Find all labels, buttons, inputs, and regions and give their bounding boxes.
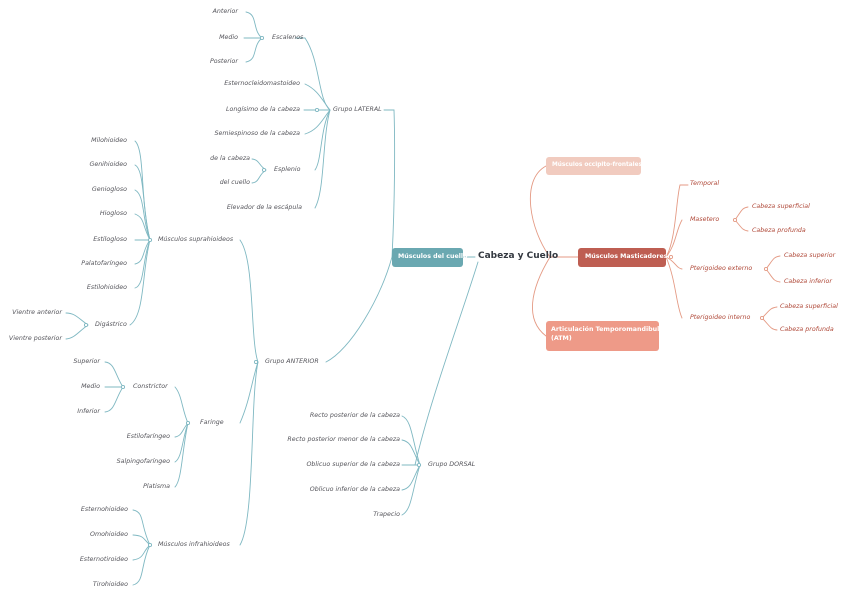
masetero-superficial[interactable]: Cabeza superficial bbox=[752, 203, 810, 210]
occipito-frontales-box[interactable]: Músculos occipito-frontales bbox=[546, 157, 643, 175]
atm-label-line1: Articulación Temporomandibular bbox=[551, 326, 667, 333]
pterigoideo-interno-label[interactable]: Pterigoideo interno bbox=[690, 314, 751, 321]
vientre-anterior[interactable]: Vientre anterior bbox=[12, 309, 62, 316]
trapecio[interactable]: Trapecio bbox=[373, 511, 400, 518]
atm-box[interactable]: Articulación Temporomandibular (ATM) bbox=[546, 321, 667, 351]
constrictor-inferior[interactable]: Inferior bbox=[77, 408, 100, 415]
pterigoideo-int-profunda[interactable]: Cabeza profunda bbox=[780, 326, 834, 333]
tirohioideo[interactable]: Tirohioideo bbox=[92, 581, 128, 588]
oblicuo-inferior[interactable]: Oblicuo inferior de la cabeza bbox=[309, 486, 400, 493]
faringe-label[interactable]: Faringe bbox=[200, 419, 224, 426]
escaleno-anterior[interactable]: Anterior bbox=[212, 8, 238, 15]
milohioideo[interactable]: Milohioideo bbox=[91, 137, 127, 144]
salpingofaringeo[interactable]: Salpingofaríngeo bbox=[116, 458, 170, 465]
masetero-label[interactable]: Masetero bbox=[690, 216, 720, 223]
esplenio-cuello[interactable]: del cuello bbox=[219, 179, 250, 186]
constrictor-superior[interactable]: Superior bbox=[73, 358, 100, 365]
pterigoideo-int-superficial[interactable]: Cabeza superficial bbox=[780, 303, 838, 310]
longisimo-cabeza[interactable]: Longísimo de la cabeza bbox=[226, 106, 300, 113]
estilogloso[interactable]: Estilogloso bbox=[93, 236, 127, 243]
musculos-cuello-label: Músculos del cuello bbox=[398, 253, 468, 260]
atm-label-line2: (ATM) bbox=[551, 335, 572, 342]
masticadores-box[interactable]: Músculos Masticadores bbox=[578, 248, 668, 267]
esternohioideo[interactable]: Esternohioideo bbox=[80, 506, 128, 513]
constrictor-label[interactable]: Constrictor bbox=[133, 383, 168, 390]
escaleno-posterior[interactable]: Posterior bbox=[209, 58, 238, 65]
grupo-lateral-label[interactable]: Grupo LATERAL bbox=[333, 106, 382, 113]
suprahioideos-label[interactable]: Músculos suprahioideos bbox=[158, 236, 234, 243]
recto-posterior-menor[interactable]: Recto posterior menor de la cabeza bbox=[287, 436, 400, 443]
digastrico-label[interactable]: Digástrico bbox=[95, 321, 127, 328]
estilohioideo[interactable]: Estilohioideo bbox=[86, 284, 127, 291]
esternocleidomastoideo[interactable]: Esternocleidomastoideo bbox=[224, 80, 300, 87]
esplenio-cabeza[interactable]: de la cabeza bbox=[210, 155, 250, 162]
grupo-dorsal-label[interactable]: Grupo DORSAL bbox=[428, 461, 476, 468]
constrictor-medio[interactable]: Medio bbox=[81, 383, 100, 390]
pterigoideo-ext-inferior[interactable]: Cabeza inferior bbox=[784, 278, 832, 285]
semiespinoso-cabeza[interactable]: Semiespinoso de la cabeza bbox=[214, 130, 300, 137]
grupo-anterior-label[interactable]: Grupo ANTERIOR bbox=[265, 358, 319, 365]
escaleno-medio[interactable]: Medio bbox=[219, 34, 238, 41]
esplenio-label[interactable]: Esplenio bbox=[274, 166, 301, 173]
hiogloso[interactable]: Hiogloso bbox=[99, 210, 127, 217]
recto-posterior-cabeza[interactable]: Recto posterior de la cabeza bbox=[309, 412, 400, 419]
pterigoideo-externo-label[interactable]: Pterigoideo externo bbox=[690, 265, 753, 272]
palatofaringeo[interactable]: Palatofaríngeo bbox=[81, 260, 127, 267]
masetero-profunda[interactable]: Cabeza profunda bbox=[752, 227, 806, 234]
root-topic[interactable]: Cabeza y Cuello bbox=[478, 251, 559, 261]
pterigoideo-ext-superior[interactable]: Cabeza superior bbox=[784, 252, 836, 259]
elevador-escapula[interactable]: Elevador de la escápula bbox=[226, 204, 302, 211]
genihioideo[interactable]: Genihioideo bbox=[89, 161, 127, 168]
temporal[interactable]: Temporal bbox=[690, 180, 720, 187]
escalenos-label[interactable]: Escalenos bbox=[272, 34, 304, 41]
geniogloso[interactable]: Geniogloso bbox=[91, 186, 127, 193]
oblicuo-superior[interactable]: Oblicuo superior de la cabeza bbox=[306, 461, 400, 468]
esternotiroideo[interactable]: Esternotiroideo bbox=[79, 556, 128, 563]
occipito-frontales-label: Músculos occipito-frontales bbox=[552, 162, 643, 168]
estilofaringeo[interactable]: Estilofaríngeo bbox=[126, 433, 170, 440]
omohioideo[interactable]: Omohioideo bbox=[89, 531, 128, 538]
platisma[interactable]: Platisma bbox=[143, 483, 170, 490]
infrahioideos-label[interactable]: Músculos infrahioideos bbox=[158, 541, 230, 548]
musculos-cuello-box[interactable]: Músculos del cuello bbox=[392, 248, 467, 267]
vientre-posterior[interactable]: Vientre posterior bbox=[8, 335, 62, 342]
masticadores-label: Músculos Masticadores bbox=[585, 253, 668, 260]
